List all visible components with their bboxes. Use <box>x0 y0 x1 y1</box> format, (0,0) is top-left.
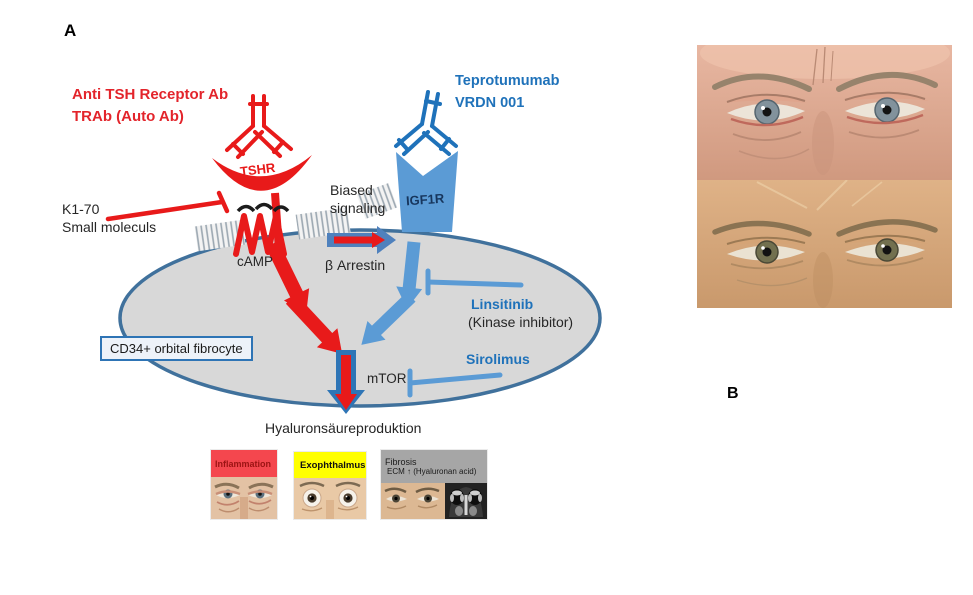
igf1r-pathway-arrow-1 <box>396 241 423 309</box>
igf1r-receptor-label: IGF1R <box>405 190 445 209</box>
inflammation-header: Inflammation <box>211 450 277 477</box>
sirolimus-label: Sirolimus <box>466 351 530 367</box>
fibrosis-photo <box>381 483 487 519</box>
teprotumumab-line1: Teprotumumab <box>455 73 560 89</box>
patient-photo-after <box>697 180 952 308</box>
biased-line1: Biased <box>330 182 373 198</box>
hyaluron-production-label: Hyaluronsäureproduktion <box>265 420 422 436</box>
k170-label: K1-70 Small moleculs <box>62 201 156 236</box>
outcome-panel-exophthalmus: Exophthalmus <box>294 452 366 519</box>
sirolimus-inhibitor-tbar <box>407 368 503 398</box>
tshr-receptor <box>212 155 312 257</box>
fibrocyte-cell <box>118 228 602 408</box>
fibrosis-label-line2: ECM ↑ (Hyaluronan acid) <box>387 467 477 476</box>
camp-label: cAMP <box>237 254 274 269</box>
outcome-panel-inflammation: Inflammation <box>211 450 277 519</box>
k170-inhibitor-tbar <box>105 190 230 222</box>
igf1r-receptor <box>396 151 458 232</box>
mtor-label: mTOR <box>367 371 407 386</box>
panel-b-label: B <box>727 385 739 402</box>
camp-pathway-arrow-1 <box>265 240 310 315</box>
ct-scan <box>445 483 487 519</box>
beta-arrestin-label: β Arrestin <box>325 257 386 273</box>
biased-line2: signaling <box>330 199 386 216</box>
biased-signaling-arrow <box>327 226 396 254</box>
cd34-fibrocyte-box: CD34+ orbital fibrocyte <box>100 336 253 361</box>
anti-tshr-title: Anti TSH Receptor Ab TRAb (Auto Ab) <box>72 84 228 128</box>
trab-antibody-icon <box>225 94 293 159</box>
inflammation-photo <box>211 477 277 519</box>
igf1r-pathway-arrow-2 <box>361 292 416 345</box>
k170-line2: Small moleculs <box>62 218 157 235</box>
exophthalmus-label: Exophthalmus <box>300 459 366 471</box>
mtor-output-arrow <box>327 350 365 414</box>
membrane-hatch <box>194 182 398 252</box>
kinase-inhibitor-label: (Kinase inhibitor) <box>468 314 574 330</box>
linsitinib-inhibitor-tbar <box>425 268 524 296</box>
linsitinib-label: Linsitinib <box>471 296 534 312</box>
teprotumumab-antibody-icon <box>394 90 458 156</box>
inflammation-label: Inflammation <box>215 458 272 469</box>
pathway-diagram <box>105 90 602 414</box>
exophthalmus-photo <box>294 478 366 519</box>
panel-a-label: A <box>64 21 77 40</box>
exophthalmus-header: Exophthalmus <box>294 452 366 478</box>
anti-tshr-line2: TRAb (Auto Ab) <box>72 107 184 125</box>
fibrosis-label-line1: Fibrosis <box>385 457 417 467</box>
teprotumumab-line2: VRDN 001 <box>455 94 525 111</box>
anti-tshr-line1: Anti TSH Receptor Ab <box>72 86 229 103</box>
fibrosis-header: Fibrosis ECM ↑ (Hyaluronan acid) <box>381 450 487 483</box>
patient-photo-before <box>697 45 952 180</box>
teprotumumab-title: Teprotumumab VRDN 001 <box>455 71 559 115</box>
biased-signaling-label: Biased signaling <box>330 182 385 217</box>
outcome-panel-fibrosis: Fibrosis ECM ↑ (Hyaluronan acid) <box>381 450 487 519</box>
camp-pathway-arrow-2 <box>285 294 343 354</box>
k170-line1: K1-70 <box>62 201 100 217</box>
tshr-hinge-arcs <box>236 202 290 213</box>
